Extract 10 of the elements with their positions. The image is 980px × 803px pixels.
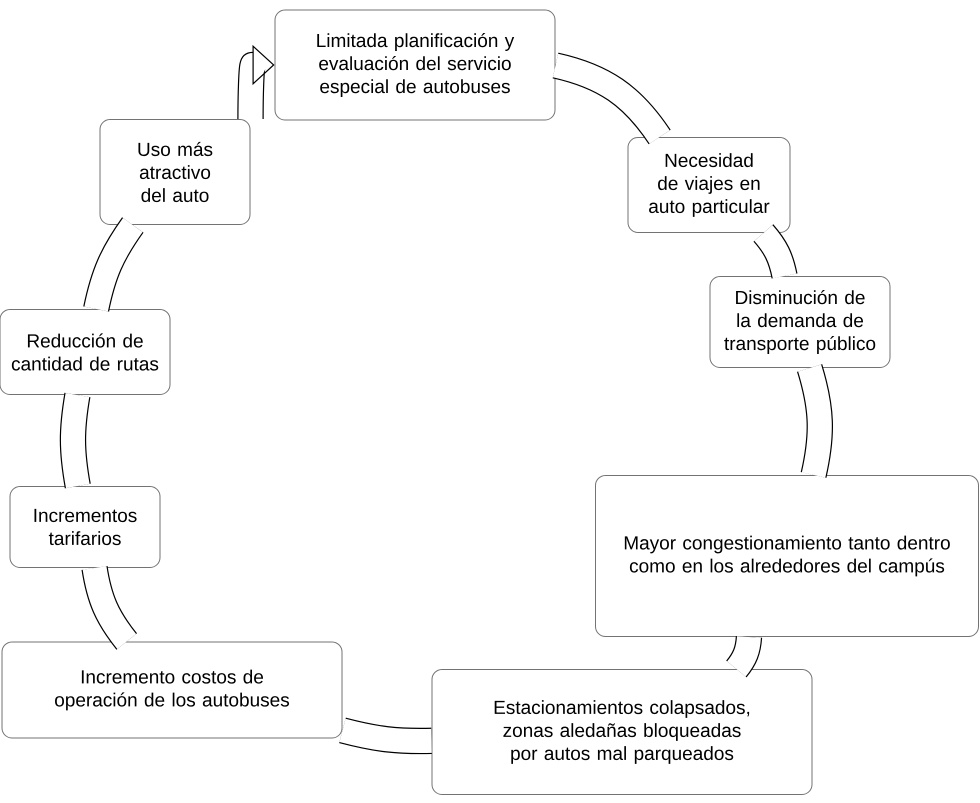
process-box: Estacionamientos colapsados, zonas aledañas bloqueadas por autos mal parqueados	[432, 668, 812, 795]
process-box: Reducción de cantidad de rutas	[0, 308, 170, 395]
process-box: Disminución de la demanda de transporte público	[710, 276, 890, 368]
process-box: Incrementos tarifarios	[10, 486, 160, 568]
process-box: Uso más atractivo del auto	[100, 118, 250, 225]
process-box: Necesidad de viajes en auto particular	[628, 137, 790, 233]
process-box: Limitada planificación y evaluación del servicio especial de autobuses	[274, 10, 556, 120]
process-box: Incremento costos de operación de los autobuses	[2, 641, 342, 738]
ring-arrow	[237, 44, 274, 120]
process-box: Mayor congestionamiento tanto dentro como en los alrededores del campús	[595, 474, 979, 637]
